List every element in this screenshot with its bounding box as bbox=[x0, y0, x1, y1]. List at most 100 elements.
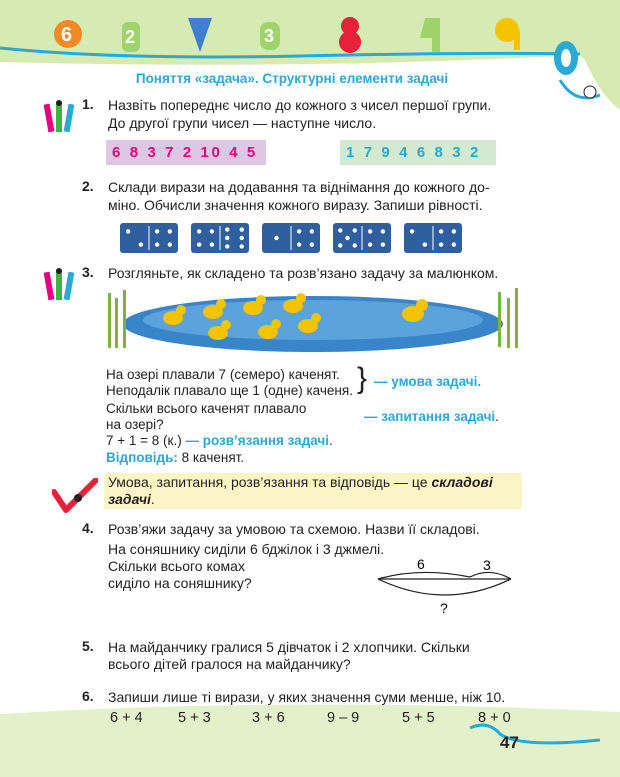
domino-pip bbox=[239, 244, 244, 249]
domino-pip bbox=[338, 228, 343, 233]
cartoon-digit-eight bbox=[339, 17, 361, 53]
solution-line: 7 + 1 = 8 (к.) — розв’язання задачі. bbox=[106, 433, 333, 448]
cartoon-digit-six: 6 bbox=[54, 20, 82, 48]
domino-pip bbox=[438, 242, 444, 247]
domino-pip bbox=[296, 242, 302, 247]
cartoon-digit-three: 3 bbox=[260, 22, 280, 50]
cartoon-digit-zero bbox=[554, 41, 578, 75]
task-4-line-3: Скільки всього комах bbox=[108, 558, 245, 574]
task-1-line-1: Назвіть попереднє число до кожного з чис… bbox=[108, 97, 492, 113]
footer-band bbox=[0, 704, 620, 777]
brace-icon: } bbox=[357, 362, 368, 395]
domino-pip bbox=[196, 242, 202, 247]
question-line-1: Скільки всього каченят плавало bbox=[106, 401, 307, 416]
domino-pip bbox=[367, 229, 373, 234]
svg-text:2: 2 bbox=[125, 27, 135, 47]
task-4-line-2: На соняшнику сиділи 6 бджілок і 3 джмелі… bbox=[108, 541, 385, 557]
answer-line: Відповідь: 8 каченят. bbox=[106, 450, 245, 465]
domino-pip bbox=[154, 229, 160, 234]
domino-pip bbox=[451, 242, 457, 247]
domino-tile bbox=[262, 223, 320, 253]
task-5-number: 5. bbox=[82, 638, 94, 654]
cartoon-digit-four bbox=[420, 18, 440, 52]
expression-6: 8 + 0 bbox=[478, 710, 511, 726]
domino-pip bbox=[345, 235, 350, 241]
svg-text:3: 3 bbox=[264, 26, 274, 46]
task-4-line-4: сиділо на соняшнику? bbox=[108, 575, 252, 591]
ducklings bbox=[163, 293, 428, 340]
header-band: 6 2 3 bbox=[0, 0, 620, 110]
domino-pip bbox=[209, 229, 215, 234]
domino-pip bbox=[167, 242, 173, 247]
task-6-number: 6. bbox=[82, 688, 94, 704]
task-2-line-2: міно. Обчисли значення кожного виразу. З… bbox=[108, 197, 483, 213]
cartoon-digit-two: 2 bbox=[122, 22, 140, 52]
page-title: Поняття «задача». Структурні елементи за… bbox=[135, 71, 449, 86]
domino-pip bbox=[352, 228, 357, 233]
expression-2: 5 + 3 bbox=[178, 710, 211, 726]
domino-pip bbox=[274, 235, 279, 241]
expression-4: 9 – 9 bbox=[327, 710, 360, 726]
domino-pip bbox=[309, 242, 315, 247]
task-5-line-1: На майданчику гралися 5 дівчаток і 2 хло… bbox=[108, 639, 470, 655]
dominoes-row bbox=[120, 223, 462, 253]
domino-tile bbox=[333, 223, 391, 253]
domino-pip bbox=[438, 229, 444, 234]
task-3-number: 3. bbox=[82, 264, 94, 280]
note-box bbox=[104, 473, 522, 509]
domino-pip bbox=[409, 229, 415, 234]
pond-with-ducklings-illustration bbox=[108, 288, 518, 352]
domino-tile bbox=[191, 223, 249, 253]
condition-line-2: Неподалік плавало ще 1 (одне) каченя. bbox=[106, 383, 353, 398]
domino-pip bbox=[296, 229, 302, 234]
number-group-1: 6 8 3 7 2 10 4 5 bbox=[106, 140, 266, 165]
number-group-2: 1 7 9 4 6 8 3 2 bbox=[340, 140, 496, 165]
cartoon-digit-seven bbox=[188, 18, 212, 52]
domino-pip bbox=[138, 242, 144, 247]
task-5-line-2: всього дітей гралося на майданчику? bbox=[108, 656, 351, 672]
expression-5: 5 + 5 bbox=[402, 710, 435, 726]
expression-1: 6 + 4 bbox=[110, 710, 143, 726]
domino-pip bbox=[225, 244, 230, 249]
condition-label: — умова задачі. bbox=[374, 374, 482, 389]
domino-pip bbox=[309, 229, 315, 234]
task-1-line-2: До другої групи чисел — наступне число. bbox=[108, 115, 377, 131]
domino-pip bbox=[167, 229, 173, 234]
scheme-label-3: 3 bbox=[483, 557, 491, 573]
domino-pip bbox=[239, 227, 244, 232]
task-2-line-1: Склади вирази на додавання та віднімання… bbox=[108, 179, 490, 195]
domino-pip bbox=[125, 229, 131, 234]
condition-line-1: На озері плавали 7 (семеро) каченят. bbox=[106, 367, 340, 382]
domino-pip bbox=[225, 227, 230, 232]
domino-pip bbox=[196, 229, 202, 234]
scheme-label-6: 6 bbox=[417, 556, 425, 572]
domino-pip bbox=[209, 242, 215, 247]
domino-pip bbox=[225, 235, 230, 241]
domino-pip bbox=[154, 242, 160, 247]
domino-pip bbox=[422, 242, 428, 247]
expression-3: 3 + 6 bbox=[252, 710, 285, 726]
task-1-number: 1. bbox=[82, 96, 94, 112]
domino-pip bbox=[451, 229, 457, 234]
red-checkmark-icon bbox=[52, 478, 98, 513]
domino-pip bbox=[367, 242, 373, 247]
domino-pip bbox=[380, 242, 386, 247]
task-2-number: 2. bbox=[82, 178, 94, 194]
question-line-2: на озері? bbox=[106, 417, 164, 432]
domino-pip bbox=[239, 235, 244, 241]
page-number: 47 bbox=[500, 733, 519, 752]
domino-tile bbox=[404, 223, 462, 253]
task-scheme-diagram: 6 3 ? bbox=[377, 556, 512, 616]
task-4-number: 4. bbox=[82, 520, 94, 536]
domino-pip bbox=[380, 229, 386, 234]
scheme-question: ? bbox=[440, 600, 448, 616]
task-6-line-1: Запиши лише ті вирази, у яких значення с… bbox=[108, 689, 506, 705]
cartoon-digit-nine bbox=[495, 18, 520, 50]
pencils-icon bbox=[43, 100, 75, 133]
domino-pip bbox=[338, 243, 343, 248]
svg-text:6: 6 bbox=[61, 24, 72, 46]
question-label: — запитання задачі. bbox=[364, 409, 499, 424]
domino-tile bbox=[120, 223, 178, 253]
note-text: Умова, запитання, розв’язання та відпові… bbox=[108, 474, 493, 507]
